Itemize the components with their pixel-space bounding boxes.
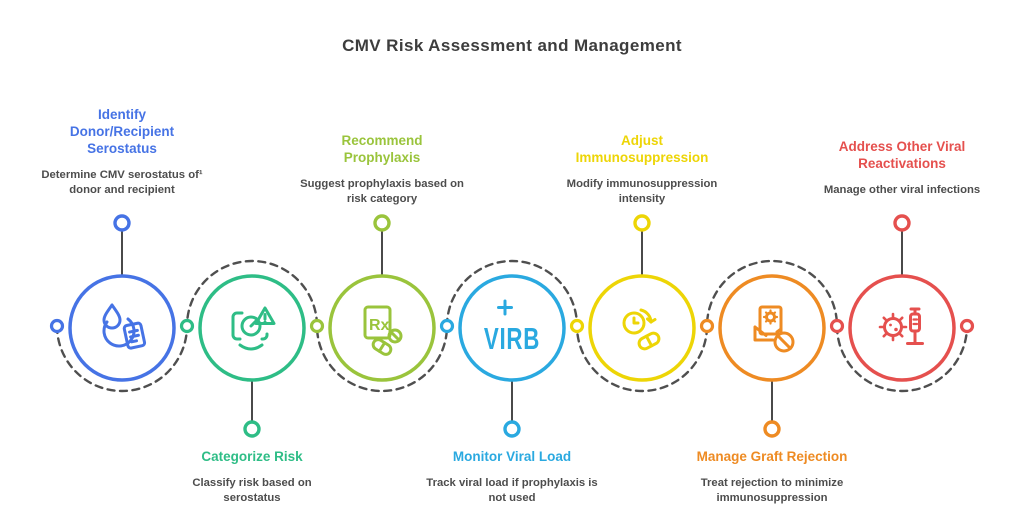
step-6-circle — [718, 274, 826, 382]
step-5-circle — [588, 274, 696, 382]
step-7-title: Address Other Viral Reactivations — [838, 139, 966, 171]
step-3-anchor-ring — [373, 214, 391, 232]
connector-wave — [55, 259, 969, 393]
step-3-title: Recommend Prophylaxis — [341, 133, 423, 165]
step-7-anchor-ring — [893, 214, 911, 232]
chain-ring — [959, 318, 975, 334]
step-3-circle — [328, 274, 436, 382]
step-4-label-block: Monitor Viral Load Track viral load if p… — [402, 448, 622, 506]
step-6-description: Treat rejection to minimize immunosuppre… — [700, 477, 844, 504]
step-7-circle — [848, 274, 956, 382]
step-4-description: Track viral load if prophylaxis is not u… — [426, 477, 598, 504]
step-3-label-block: Recommend Prophylaxis Suggest prophylaxi… — [282, 132, 482, 207]
clock-refresh-pill-icon — [622, 308, 661, 351]
step-4-anchor-ring — [503, 420, 521, 438]
step-4-circle — [458, 274, 566, 382]
step-5-anchor-ring — [633, 214, 651, 232]
chain-ring — [439, 318, 455, 334]
step-2-circle — [198, 274, 306, 382]
step-5-label-block: Adjust Immunosuppression Modify immunosu… — [537, 132, 747, 207]
step-1-title: Identify Donor/Recipient Serostatus — [69, 107, 175, 156]
virus-microscope-icon — [878, 307, 924, 345]
step-1-anchor-ring — [113, 214, 131, 232]
chain-ring — [699, 318, 715, 334]
risk-gauge-warning-icon — [231, 306, 276, 351]
step-5-title: Adjust Immunosuppression — [575, 133, 709, 165]
step-5-graphic — [588, 214, 696, 382]
chain-rings — [49, 318, 975, 334]
chain-ring — [829, 318, 845, 334]
chain-ring — [179, 318, 195, 334]
page-title: CMV Risk Assessment and Management — [342, 36, 682, 55]
chain-ring — [309, 318, 325, 334]
step-1-graphic — [68, 214, 176, 382]
step-6-label-block: Manage Graft Rejection Treat rejection t… — [662, 448, 882, 506]
blood-test-icon — [102, 303, 147, 350]
virb-logo-text: VIRB — [484, 321, 540, 355]
chain-ring — [49, 318, 65, 334]
step-1-label-block: Identify Donor/Recipient Serostatus Dete… — [27, 106, 217, 198]
rx-symbol-text: Rx — [369, 317, 390, 334]
step-5-description: Modify immunosuppression intensity — [566, 178, 718, 205]
step-3-description: Suggest prophylaxis based on risk catego… — [300, 178, 464, 205]
step-2-graphic — [198, 274, 306, 438]
step-6-anchor-ring — [763, 420, 781, 438]
step-2-anchor-ring — [243, 420, 261, 438]
step-7-label-block: Address Other Viral Reactivations Manage… — [797, 138, 1007, 198]
step-1-description: Determine CMV serostatus of¹ donor and r… — [41, 169, 203, 196]
document-gear-blocked-icon — [753, 305, 795, 353]
step-4-graphic: VIRB — [458, 274, 566, 438]
step-4-title: Monitor Viral Load — [452, 449, 572, 464]
step-7-graphic — [848, 214, 956, 382]
step-7-description: Manage other viral infections — [823, 184, 981, 196]
chain-ring — [569, 318, 585, 334]
step-2-description: Classify risk based on serostatus — [192, 477, 312, 504]
step-2-title: Categorize Risk — [201, 449, 303, 464]
step-1-circle — [68, 274, 176, 382]
step-6-graphic — [718, 274, 826, 438]
virb-monitor-icon: VIRB — [484, 299, 540, 356]
step-2-label-block: Categorize Risk Classify risk based on s… — [162, 448, 342, 506]
prescription-pills-icon: Rx — [363, 305, 403, 356]
step-6-title: Manage Graft Rejection — [696, 449, 848, 464]
step-3-graphic: Rx — [328, 214, 436, 382]
